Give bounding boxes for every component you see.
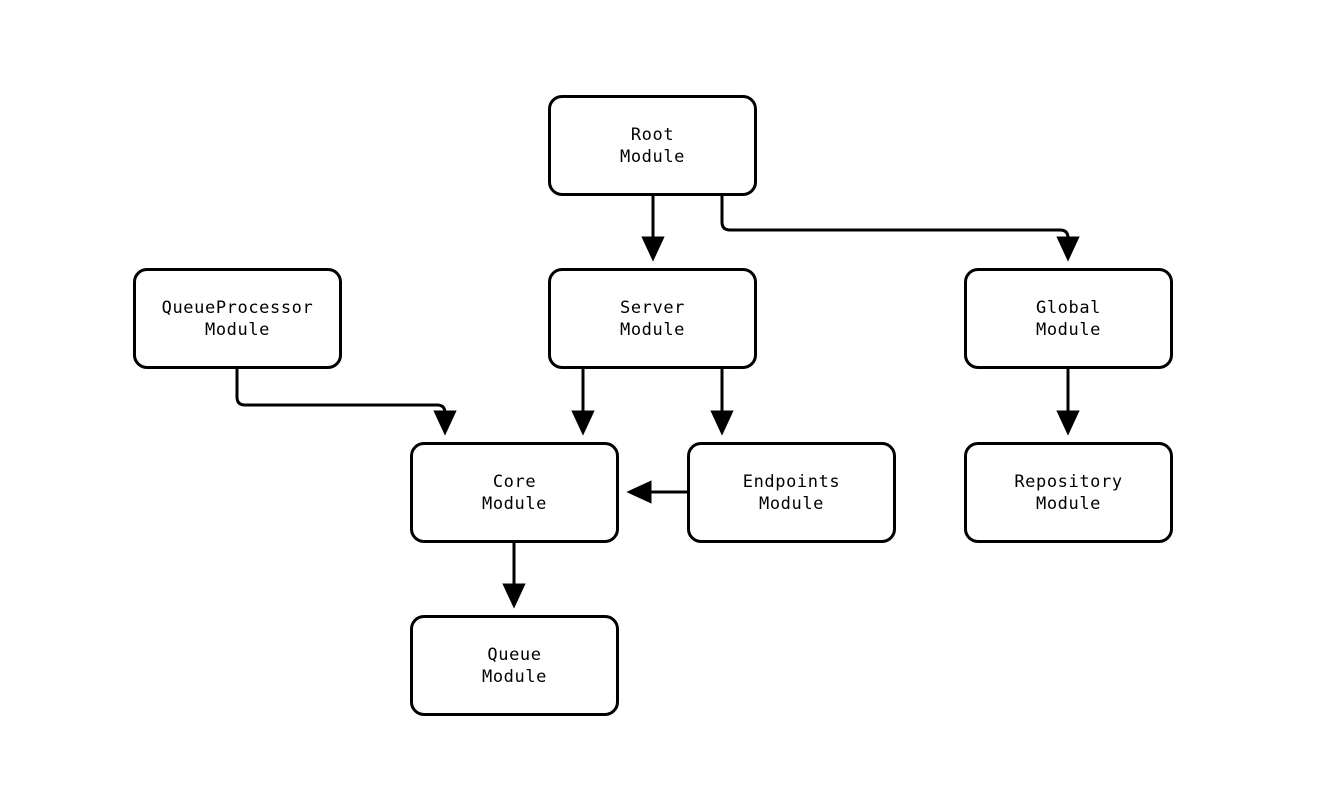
node-queueprocessor-module[interactable]: QueueProcessor Module	[133, 268, 342, 369]
node-root-module[interactable]: Root Module	[548, 95, 757, 196]
node-queueprocessor-module-line1: QueueProcessor	[161, 297, 314, 318]
node-repository-module-line1: Repository	[1014, 471, 1123, 492]
edge-queueprocessor-to-core	[235, 369, 457, 436]
node-queue-module[interactable]: Queue Module	[410, 615, 619, 716]
node-queue-module-line1: Queue	[487, 644, 542, 665]
node-global-module-line1: Global	[1035, 297, 1101, 318]
node-global-module[interactable]: Global Module	[964, 268, 1173, 369]
node-core-module[interactable]: Core Module	[410, 442, 619, 543]
node-endpoints-module[interactable]: Endpoints Module	[687, 442, 896, 543]
node-core-module-line1: Core	[492, 471, 537, 492]
edge-root-to-global	[720, 196, 1080, 262]
node-server-module-line2: Module	[619, 319, 685, 340]
node-server-module[interactable]: Server Module	[548, 268, 757, 369]
node-endpoints-module-line1: Endpoints	[742, 471, 841, 492]
node-repository-module[interactable]: Repository Module	[964, 442, 1173, 543]
node-endpoints-module-line2: Module	[758, 493, 824, 514]
node-server-module-line1: Server	[619, 297, 685, 318]
node-root-module-line2: Module	[619, 146, 685, 167]
node-repository-module-line2: Module	[1035, 493, 1101, 514]
node-queueprocessor-module-line2: Module	[204, 319, 270, 340]
node-global-module-line2: Module	[1035, 319, 1101, 340]
node-core-module-line2: Module	[481, 493, 547, 514]
node-root-module-line1: Root	[630, 124, 675, 145]
node-queue-module-line2: Module	[481, 666, 547, 687]
